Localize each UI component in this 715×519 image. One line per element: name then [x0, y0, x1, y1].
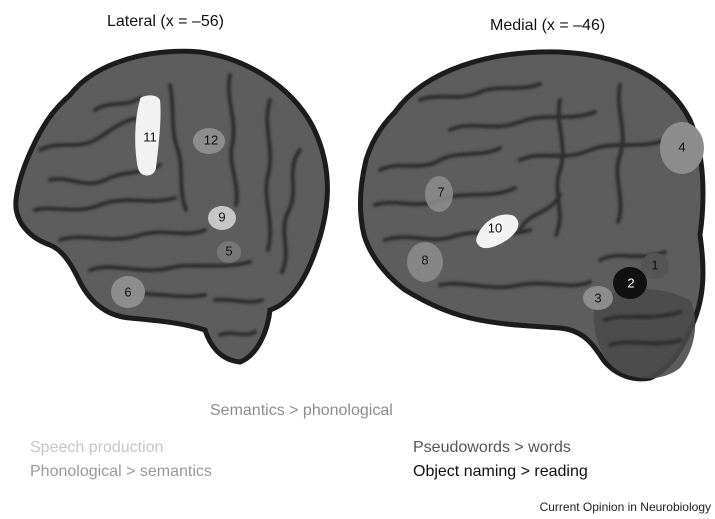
region-label-2: 2	[627, 275, 634, 290]
brain-illustrations: 11 12 9 5 6 4 7	[0, 0, 715, 400]
legend-semantics-phonological: Semantics > phonological	[210, 402, 393, 420]
region-label-5: 5	[225, 243, 232, 258]
legend-speech-production: Speech production	[30, 439, 163, 457]
region-label-1: 1	[651, 257, 658, 272]
region-label-4: 4	[678, 139, 685, 154]
region-label-10: 10	[488, 220, 502, 235]
region-label-9: 9	[218, 209, 225, 224]
journal-credit: Current Opinion in Neurobiology	[540, 500, 711, 514]
region-label-7: 7	[437, 184, 444, 199]
region-label-8: 8	[421, 252, 428, 267]
legend-object-naming-reading: Object naming > reading	[413, 463, 588, 481]
region-label-6: 6	[124, 284, 131, 299]
region-label-12: 12	[204, 132, 218, 147]
legend-pseudowords-words: Pseudowords > words	[413, 439, 571, 457]
region-label-11: 11	[143, 129, 157, 144]
lateral-brain: 11 12 9 5 6	[16, 51, 328, 362]
legend-phonological-semantics: Phonological > semantics	[30, 463, 212, 481]
medial-brain: 4 7 10 8 1 2 3	[360, 52, 704, 379]
region-label-3: 3	[594, 290, 601, 305]
